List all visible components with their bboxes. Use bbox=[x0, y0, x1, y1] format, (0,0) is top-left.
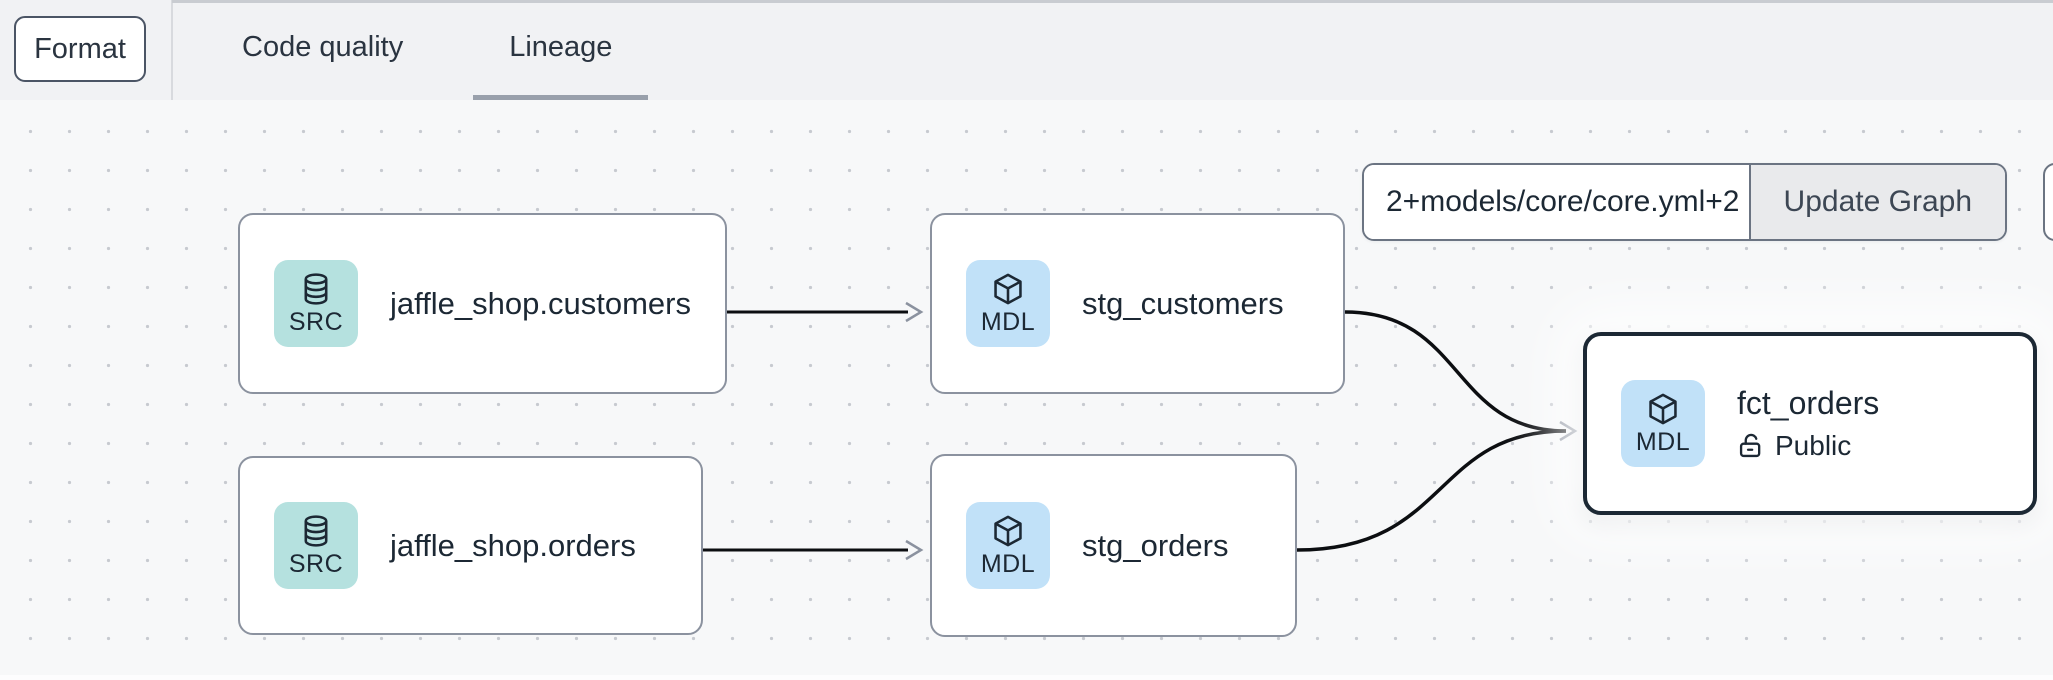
node-label: jaffle_shop.orders bbox=[390, 527, 636, 563]
badge-label: MDL bbox=[980, 550, 1036, 579]
badge-label: SRC bbox=[288, 550, 344, 579]
cube-icon bbox=[994, 274, 1022, 305]
model-badge: MDL bbox=[966, 260, 1050, 347]
selector-input[interactable] bbox=[1364, 165, 1749, 239]
source-badge: SRC bbox=[274, 260, 358, 347]
header-divider bbox=[171, 0, 173, 100]
header-top-border bbox=[172, 0, 2053, 3]
unlock-icon bbox=[1739, 433, 1761, 458]
bottom-strip bbox=[0, 675, 2053, 680]
access-row: Public bbox=[1737, 430, 1879, 462]
database-icon bbox=[304, 515, 328, 548]
badge-label: MDL bbox=[1635, 428, 1691, 457]
access-label: Public bbox=[1775, 430, 1852, 461]
edge-stg-orders-to-fct-orders bbox=[1296, 429, 1567, 552]
badge-label: MDL bbox=[980, 308, 1036, 337]
node-jaffle-shop-orders[interactable]: SRC jaffle_shop.orders bbox=[238, 456, 703, 635]
tab-lineage[interactable]: Lineage bbox=[473, 0, 649, 100]
node-stg-customers[interactable]: MDL stg_customers bbox=[930, 213, 1345, 394]
node-label: stg_orders bbox=[1082, 527, 1229, 563]
node-stg-orders[interactable]: MDL stg_orders bbox=[930, 454, 1297, 637]
lineage-edges bbox=[703, 301, 1578, 561]
badge-label: SRC bbox=[288, 308, 344, 337]
source-badge: SRC bbox=[274, 502, 358, 589]
model-badge: MDL bbox=[1621, 380, 1705, 467]
arrowhead-icon bbox=[905, 539, 924, 561]
database-icon bbox=[304, 273, 328, 306]
arrowhead-icon bbox=[905, 301, 924, 323]
model-badge: MDL bbox=[966, 502, 1050, 589]
node-label: jaffle_shop.customers bbox=[390, 285, 691, 321]
tab-code-quality[interactable]: Code quality bbox=[242, 31, 404, 63]
partial-right-control[interactable] bbox=[2043, 163, 2053, 241]
selector-group: Update Graph bbox=[1362, 163, 2007, 241]
lineage-canvas[interactable]: SRC jaffle_shop.customers MDL stg_custom… bbox=[0, 100, 2053, 676]
node-fct-orders[interactable]: MDL fct_orders Public bbox=[1583, 332, 2037, 515]
tab-bar: Code quality Lineage bbox=[172, 0, 649, 100]
cube-icon bbox=[994, 516, 1022, 547]
node-label: fct_orders bbox=[1737, 385, 1880, 421]
edge-stg-customers-to-fct-orders bbox=[1344, 310, 1567, 433]
format-button[interactable]: Format bbox=[14, 16, 146, 82]
node-text: fct_orders Public bbox=[1737, 385, 1879, 462]
node-jaffle-shop-customers[interactable]: SRC jaffle_shop.customers bbox=[238, 213, 727, 394]
header: Format Code quality Lineage bbox=[0, 0, 2053, 100]
update-graph-button[interactable]: Update Graph bbox=[1748, 165, 2005, 239]
arrowhead-icon bbox=[1559, 420, 1578, 442]
node-label: stg_customers bbox=[1082, 285, 1284, 321]
cube-icon bbox=[1649, 394, 1677, 425]
